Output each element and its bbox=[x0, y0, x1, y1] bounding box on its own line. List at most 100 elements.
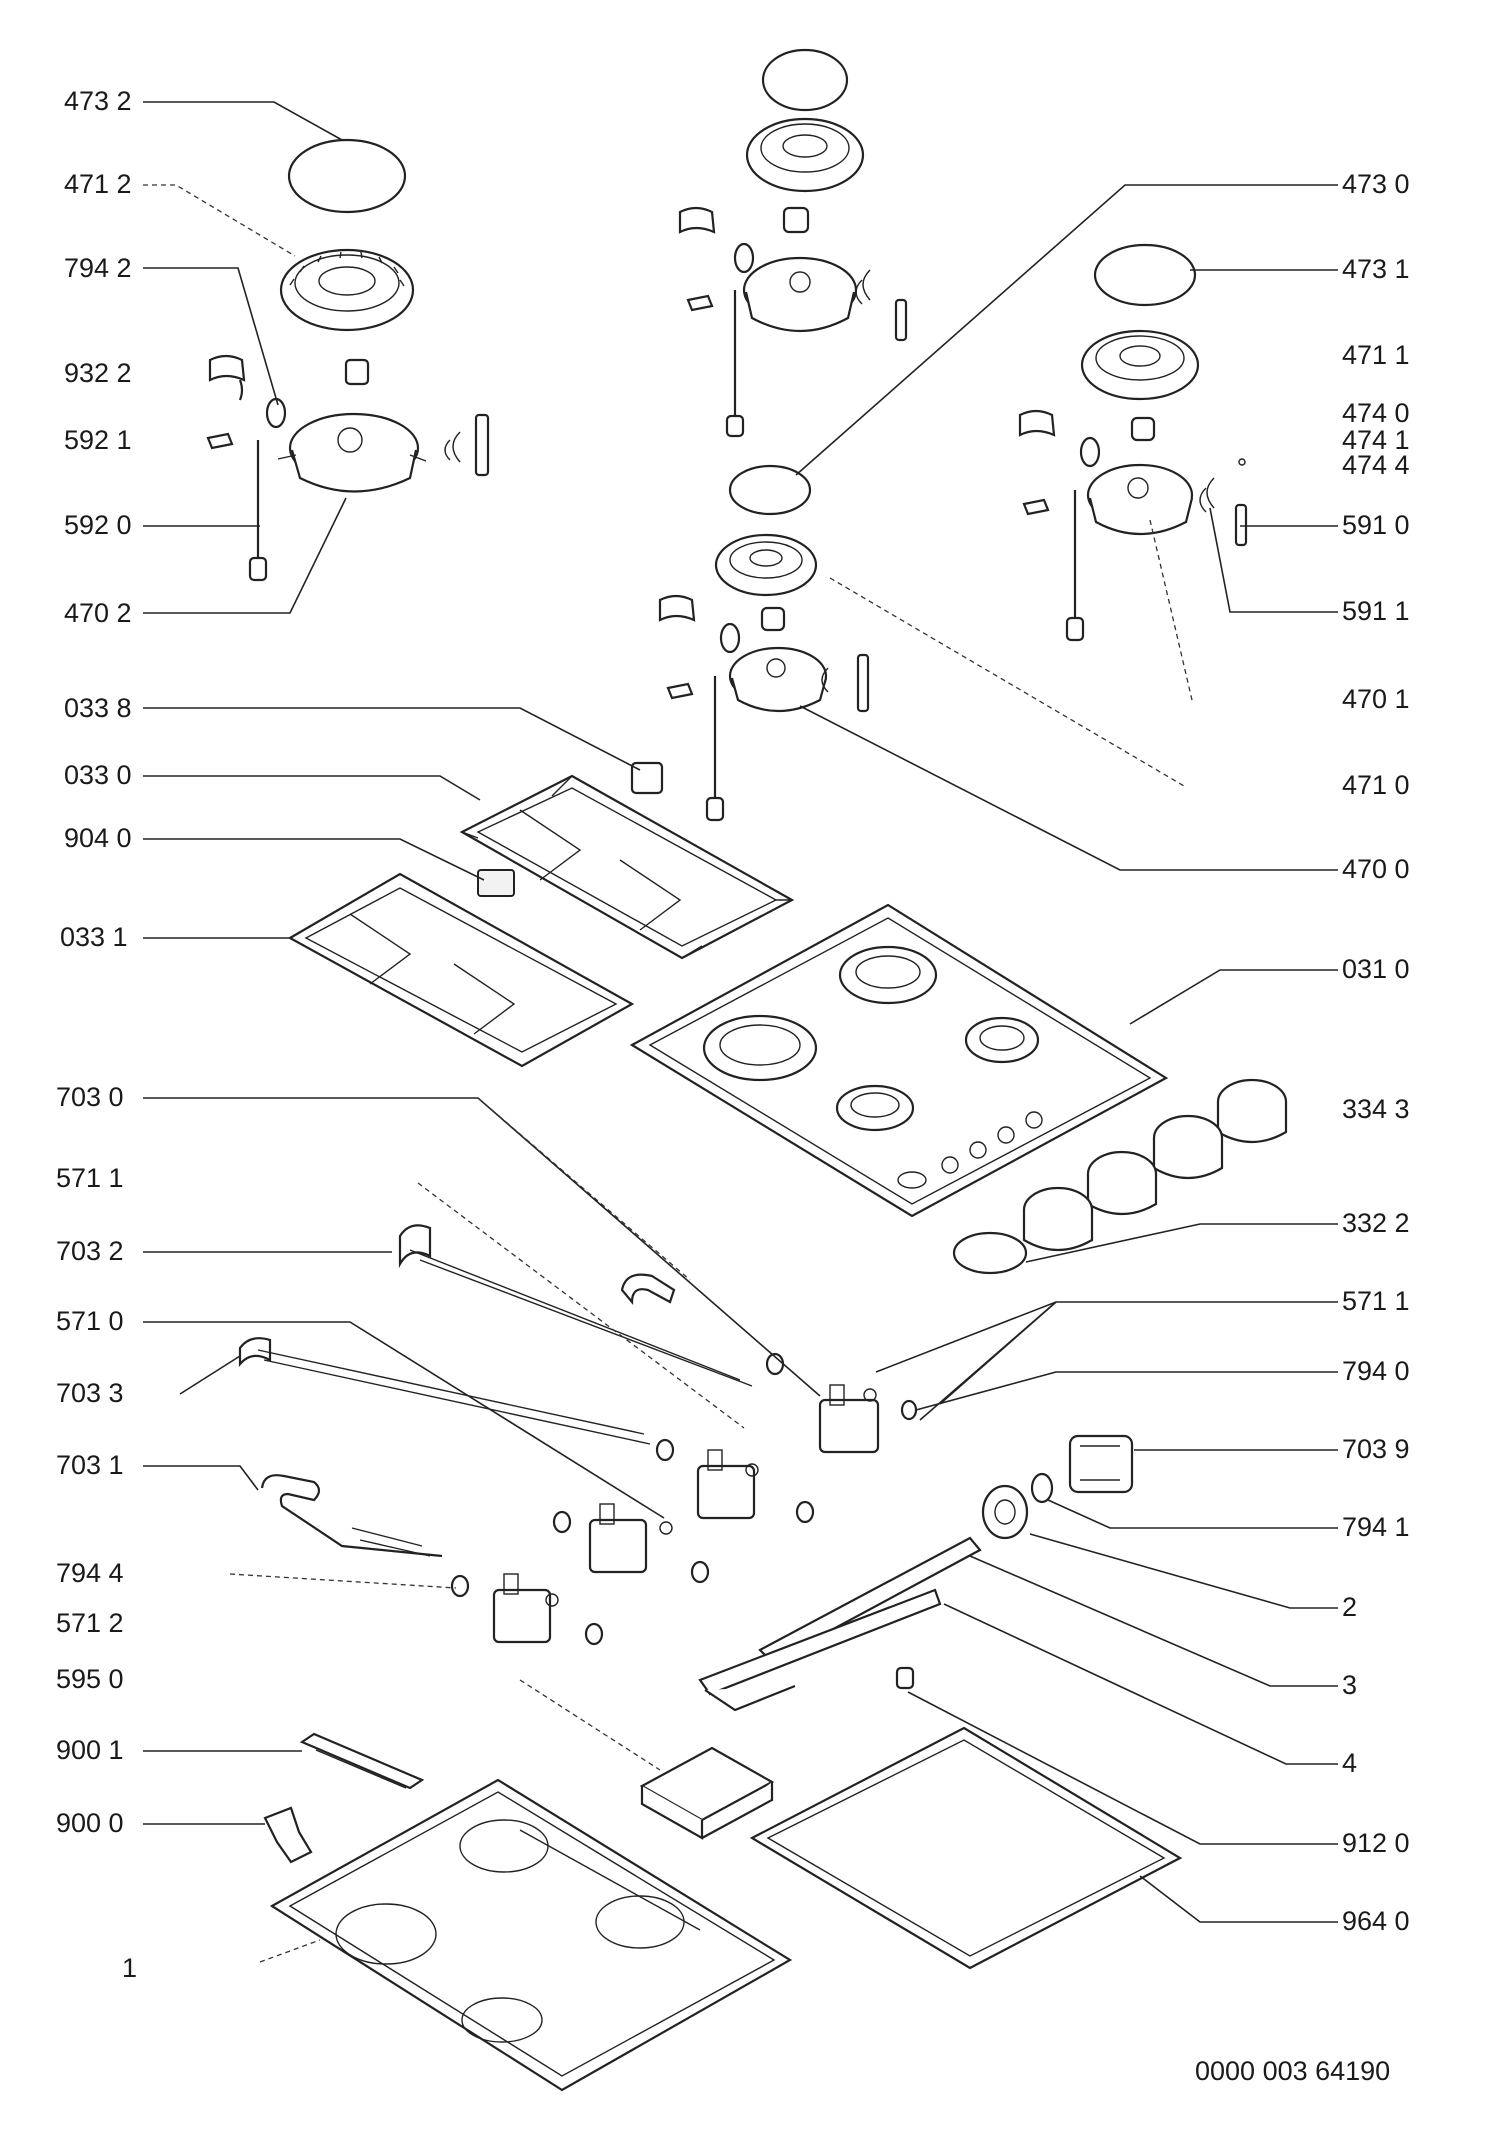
part-label-703-2: 703 2 bbox=[56, 1236, 124, 1266]
part-label-470-2: 470 2 bbox=[64, 598, 132, 628]
left-electrode bbox=[444, 413, 490, 477]
center-top-electrode bbox=[855, 269, 908, 342]
part-label-033-1: 033 1 bbox=[60, 922, 128, 952]
center-top-cap bbox=[761, 48, 849, 112]
part-label-1: 1 bbox=[122, 1953, 138, 1983]
pan-support-rear bbox=[459, 774, 795, 960]
center-top-clip bbox=[686, 294, 714, 312]
hob-top bbox=[629, 903, 1169, 1218]
left-ring bbox=[265, 397, 287, 429]
right-ring bbox=[1079, 436, 1101, 468]
part-label-703-1: 703 1 bbox=[56, 1450, 124, 1480]
center-top-head bbox=[745, 117, 865, 193]
middle-clip bbox=[666, 682, 694, 700]
part-label-592-1: 592 1 bbox=[64, 425, 132, 455]
part-label-332-2: 332 2 bbox=[1342, 1208, 1410, 1238]
part-label-2: 2 bbox=[1342, 1592, 1358, 1622]
part-label-334-3: 334 3 bbox=[1342, 1094, 1410, 1124]
right-clip bbox=[1022, 498, 1050, 516]
middle-burner-body bbox=[728, 646, 828, 713]
gas-inlet-703-9 bbox=[1068, 1434, 1134, 1494]
right-bracket bbox=[1018, 409, 1056, 437]
left-injector bbox=[344, 358, 370, 386]
right-thermocouple bbox=[1065, 490, 1085, 642]
part-label-4: 4 bbox=[1342, 1748, 1358, 1778]
left-burner-cap bbox=[287, 138, 407, 214]
left-burner-head bbox=[279, 248, 415, 332]
part-label-470-0: 470 0 bbox=[1342, 854, 1410, 884]
gas-pipe-703-2 bbox=[398, 1224, 753, 1387]
part-label-595-0: 595 0 bbox=[56, 1664, 124, 1694]
bracket-900-0 bbox=[263, 1806, 313, 1864]
document-number: 0000 003 64190 bbox=[1195, 2056, 1391, 2086]
center-top-thermocouple bbox=[725, 290, 745, 438]
middle-bracket bbox=[658, 594, 696, 622]
gas-pipe-703-3 bbox=[238, 1337, 651, 1445]
part-label-571-1-right: 571 1 bbox=[1342, 1286, 1410, 1316]
part-label-3: 3 bbox=[1342, 1670, 1358, 1700]
middle-injector bbox=[760, 606, 786, 632]
left-thermocouple bbox=[248, 440, 268, 582]
knob-cover-332 bbox=[952, 1231, 1028, 1275]
part-label-703-3: 703 3 bbox=[56, 1378, 124, 1408]
part-label-703-0: 703 0 bbox=[56, 1082, 124, 1112]
part-label-471-0: 471 0 bbox=[1342, 770, 1410, 800]
control-knobs bbox=[1022, 1078, 1288, 1251]
part-label-474-0: 474 0 bbox=[1342, 398, 1410, 428]
middle-burner-head bbox=[714, 533, 818, 597]
pad-904 bbox=[477, 869, 515, 897]
part-label-471-1: 471 1 bbox=[1342, 340, 1410, 370]
part-label-470-1: 470 1 bbox=[1342, 684, 1410, 714]
part-label-571-2: 571 2 bbox=[56, 1608, 124, 1638]
part-label-794-4: 794 4 bbox=[56, 1558, 124, 1588]
part-label-703-9: 703 9 bbox=[1342, 1434, 1410, 1464]
part-label-904-0: 904 0 bbox=[64, 823, 132, 853]
right-injector bbox=[1130, 416, 1156, 442]
middle-burner-cap bbox=[728, 464, 812, 516]
bracket-900-1 bbox=[299, 1732, 425, 1790]
center-top-ring bbox=[733, 242, 755, 274]
left-clip bbox=[206, 432, 234, 450]
right-burner-cap bbox=[1093, 243, 1197, 307]
part-label-900-0: 900 0 bbox=[56, 1808, 124, 1838]
part-label-794-0: 794 0 bbox=[1342, 1356, 1410, 1386]
left-burner-body bbox=[277, 412, 427, 493]
part-label-031-0: 031 0 bbox=[1342, 954, 1410, 984]
ignition-unit-595 bbox=[639, 1746, 775, 1840]
part-label-471-2: 471 2 bbox=[64, 169, 132, 199]
left-bracket bbox=[208, 354, 246, 401]
middle-electrode bbox=[821, 653, 870, 713]
part-label-912-0: 912 0 bbox=[1342, 1828, 1410, 1858]
part-label-033-0: 033 0 bbox=[64, 760, 132, 790]
center-top-injector bbox=[782, 206, 810, 234]
leader-lines-left bbox=[143, 101, 821, 1963]
part-label-592-0: 592 0 bbox=[64, 510, 132, 540]
center-top-bracket bbox=[678, 206, 716, 234]
grommet-912 bbox=[895, 1666, 915, 1690]
part-label-964-0: 964 0 bbox=[1342, 1906, 1410, 1936]
seals-794 bbox=[450, 1352, 918, 1646]
part-label-900-1: 900 1 bbox=[56, 1735, 124, 1765]
part-label-473-1: 473 1 bbox=[1342, 254, 1410, 284]
bottom-tray bbox=[269, 1778, 793, 2092]
leader-lines-right bbox=[795, 184, 1338, 1923]
part-label-473-2: 473 2 bbox=[64, 86, 132, 116]
gasket-964 bbox=[749, 1726, 1183, 1970]
part-label-932-2: 932 2 bbox=[64, 358, 132, 388]
right-burner-body bbox=[1086, 463, 1194, 536]
part-label-473-0: 473 0 bbox=[1342, 169, 1410, 199]
middle-ring bbox=[719, 622, 741, 654]
bracket-4 bbox=[698, 1588, 942, 1712]
center-top-body bbox=[742, 256, 858, 332]
nut-2 bbox=[981, 1484, 1029, 1540]
right-burner-head bbox=[1080, 329, 1200, 401]
middle-thermocouple bbox=[705, 676, 725, 822]
gas-pipe-703-0 bbox=[620, 1273, 676, 1306]
part-label-591-1: 591 1 bbox=[1342, 596, 1410, 626]
part-label-474-1: 474 1 bbox=[1342, 425, 1410, 455]
part-label-571-1: 571 1 bbox=[56, 1163, 124, 1193]
part-label-794-1: 794 1 bbox=[1342, 1512, 1410, 1542]
seal-794-1 bbox=[1030, 1472, 1054, 1504]
pan-support-front bbox=[287, 872, 635, 1068]
